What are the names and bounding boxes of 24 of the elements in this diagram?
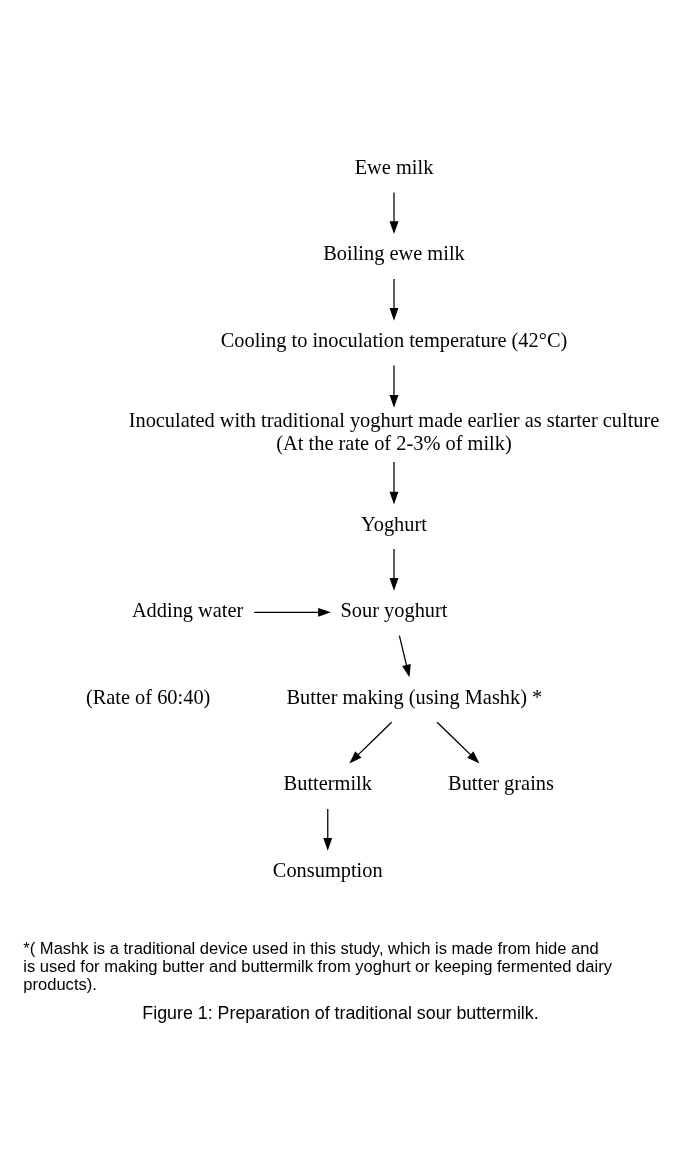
node-text: Butter making (using Mashk) *: [286, 685, 543, 708]
arrow: [389, 461, 399, 505]
node-text: Boiling ewe milk: [323, 242, 465, 265]
node-text: Inoculated with traditional yoghurt made earlier as starter culture (At the rate of 2-3% of milk): [128, 409, 660, 455]
node-text: Consumption: [272, 859, 383, 882]
arrow: [349, 721, 393, 764]
node-text: Butter grains: [448, 772, 554, 795]
node-text: Ewe milk: [354, 155, 434, 178]
node-text: Sour yoghurt: [340, 599, 448, 622]
arrow: [398, 635, 411, 678]
arrow: [389, 548, 399, 591]
node-label: (Rate of 60:40): [85, 685, 211, 708]
node-text: Cooling to inoculation temperature (42°C): [220, 329, 568, 352]
arrow: [389, 191, 399, 235]
node-text: Yoghurt: [361, 512, 427, 535]
arrow: [436, 721, 480, 764]
caption: Figure 1: Preparation of traditional sour buttermilk.: [142, 1002, 539, 1023]
node-text: Adding water: [131, 599, 244, 622]
label: *( Mashk is a traditional device used in this study, which is made from hide and is used for making butter and buttermilk from yoghurt or keeping fermented dairy products).: [23, 939, 612, 994]
arrow: [389, 364, 399, 408]
arrow: [389, 278, 399, 321]
node-text: Buttermilk: [283, 772, 372, 795]
arrow: [323, 808, 333, 851]
arrow: [253, 607, 331, 617]
